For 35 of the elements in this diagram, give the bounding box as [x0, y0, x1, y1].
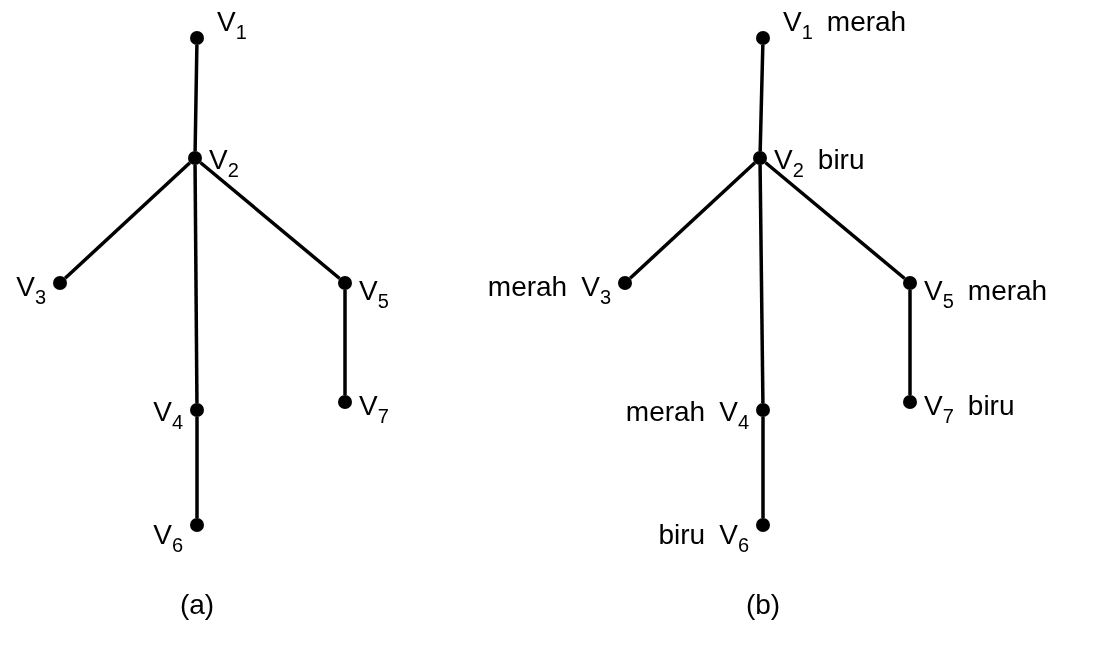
vertex-dot: [190, 518, 204, 532]
caption-label: (a): [179, 589, 215, 621]
edge-line: [193, 165, 199, 403]
vertex-dot: [903, 395, 917, 409]
vertex-dot: [53, 276, 67, 290]
edge-line: [343, 290, 347, 395]
vertex-dot: [753, 151, 767, 165]
edge-line: [628, 161, 757, 280]
edge-line: [199, 161, 341, 280]
vertex-label: biru: [817, 146, 865, 174]
edge-line: [758, 164, 765, 404]
edge-line: [63, 161, 192, 280]
vertex-dot: [188, 151, 202, 165]
edge-line: [193, 44, 199, 152]
vertex-label: merah: [826, 8, 907, 36]
vertex-dot: [190, 31, 204, 45]
vertex-label: biru: [658, 521, 706, 549]
vertex-dot: [338, 395, 352, 409]
vertex-label: merah: [625, 398, 706, 426]
vertex-dot: [756, 403, 770, 417]
vertex-dot: [618, 276, 632, 290]
edge-line: [758, 44, 765, 152]
edge-line: [908, 290, 912, 395]
vertex-dot: [756, 31, 770, 45]
edge-line: [195, 417, 199, 518]
vertex-label: merah: [967, 277, 1048, 305]
edge-line: [764, 161, 906, 280]
vertex-dot: [190, 403, 204, 417]
edge-line: [761, 417, 765, 518]
vertex-dot: [903, 276, 917, 290]
caption-label: (b): [745, 589, 781, 621]
vertex-label: biru: [967, 392, 1015, 420]
vertex-label: merah: [487, 273, 568, 301]
vertex-dot: [756, 518, 770, 532]
vertex-dot: [338, 276, 352, 290]
